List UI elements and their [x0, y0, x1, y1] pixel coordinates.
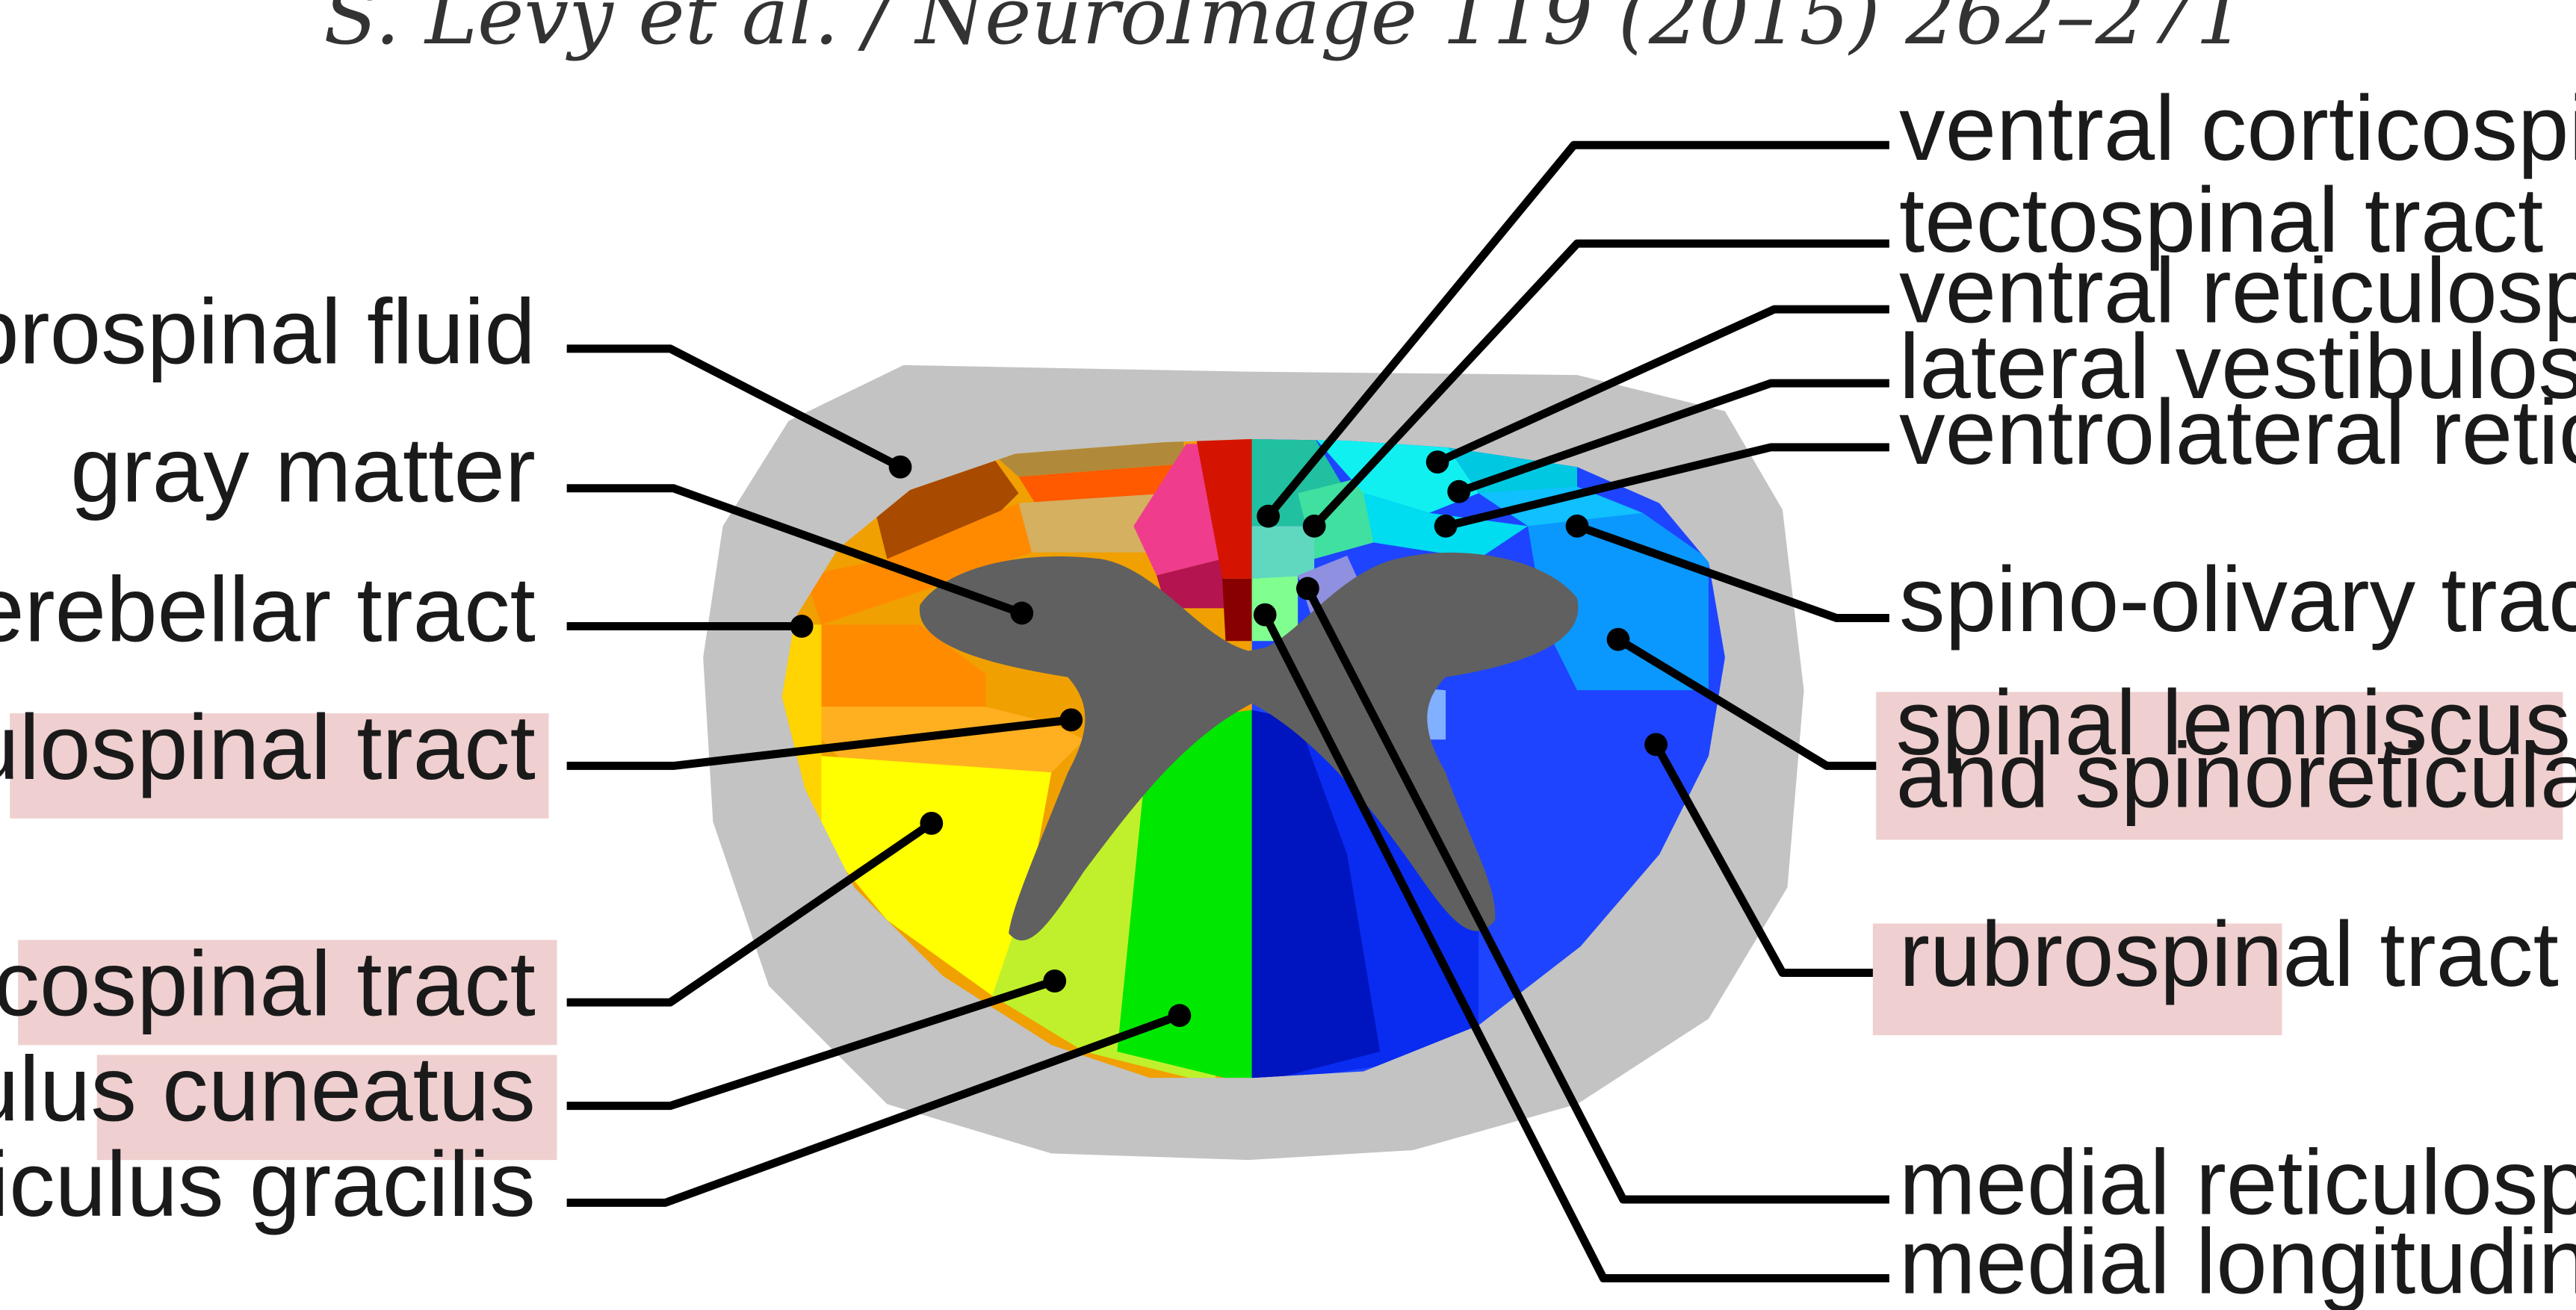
label-lateral-vestibulospinal-tract: lateral vestibulospinal tract	[1899, 316, 2576, 418]
wm-orange-mid	[805, 503, 1032, 625]
dot-spinocerebellar	[790, 615, 814, 638]
wm-magenta	[1133, 444, 1223, 576]
wm-mint	[1298, 476, 1374, 559]
dot-ventrolateral-reticulospinal	[1434, 514, 1458, 538]
dot-spinal-lemniscus	[1606, 627, 1630, 651]
leader-ventral-corticospinal	[1265, 140, 1889, 519]
wm-red	[1195, 438, 1252, 579]
wm-green	[1117, 710, 1252, 1078]
dot-fasciculus-cuneatus	[1043, 969, 1067, 993]
label-ventral-reticulospinal-tract: ventral reticulospinal tract	[1899, 240, 2576, 343]
dot-rubrospinal	[1644, 733, 1668, 757]
label-tectospinal-tract: tectospinal tract	[1899, 170, 2543, 272]
leader-ventral-reticulospinal	[1435, 305, 1889, 466]
gray-matter-region	[919, 552, 1579, 941]
wm-dark-red	[1222, 578, 1252, 642]
dot-lateral-reticulospinal	[1059, 708, 1083, 732]
leader-lateral-vestibulospinal	[1457, 379, 1889, 496]
dot-fasciculus-gracilis	[1168, 1004, 1192, 1028]
label-medial-longitudinal-fasciculus: medial longitudinal fasciculus	[1899, 1211, 2576, 1310]
highlight-rubrospinal	[1872, 923, 2282, 1036]
dot-medial-reticulospinal	[1295, 577, 1319, 600]
highlight-lateral-corticospinal	[18, 940, 557, 1046]
citation-header: S. Lévy et al. / NeuroImage 119 (2015) 2…	[323, 0, 2246, 62]
leader-medial-longitudinal	[1261, 612, 1889, 1283]
leader-lateral-corticospinal	[566, 819, 934, 1007]
label-medial-reticulospinal-tract: medial reticulospinal tract	[1899, 1132, 2576, 1235]
dot-tectospinal	[1302, 514, 1326, 538]
wm-orange-dark	[805, 624, 986, 707]
leader-rubrospinal	[1652, 742, 1889, 977]
leader-gray-matter	[566, 484, 1024, 618]
leader-spinal-lemniscus	[1616, 636, 1889, 770]
dot-lateral-vestibulospinal	[1447, 479, 1471, 503]
leader-ventrolateral-reticulospinal	[1444, 443, 1889, 530]
label-fasciculus-cuneatus: fasciculus cuneatus	[0, 1038, 536, 1140]
leader-fasciculus-gracilis	[566, 1011, 1181, 1207]
dot-spino-olivary	[1565, 514, 1589, 538]
wm-seafoam	[1251, 526, 1315, 579]
leader-fasciculus-cuneatus	[566, 977, 1056, 1111]
dot-medial-longitudinal	[1253, 603, 1277, 627]
label-spinal-lemniscus-line1: spinal lemniscus (spinothalamic	[1896, 672, 2576, 774]
label-gray-matter: gray matter	[70, 419, 536, 521]
dot-cerebrospinal-fluid	[888, 455, 912, 479]
leader-medial-reticulospinal	[1304, 586, 1889, 1204]
label-lateral-reticulospinal-tract: lateral reticulospinal tract	[0, 697, 536, 799]
wm-blue	[1446, 690, 1725, 855]
leader-tectospinal	[1311, 239, 1889, 530]
label-ventrolateral-reticulospinal-tract: ventrolateral reticulospinal tract	[1899, 382, 2576, 484]
highlight-lateral-reticulospinal	[10, 713, 549, 819]
dot-ventral-reticulospinal	[1425, 450, 1449, 474]
label-lateral-corticospinal-tract: lateral corticospinal tract	[0, 934, 536, 1036]
label-spinocerebellar-tract: spinocerebellar tract	[0, 559, 536, 661]
highlight-spinal-lemniscus	[1876, 692, 2563, 840]
label-fasciculus-gracilis: fasciculus gracilis	[0, 1134, 536, 1236]
wm-orange-brown	[870, 447, 1019, 559]
label-ventral-corticospinal-tract: ventral corticospinal tract	[1899, 78, 2576, 180]
leader-spino-olivary	[1576, 522, 1889, 623]
label-rubrospinal-tract: rubrospinal tract	[1899, 904, 2559, 1006]
dot-lateral-corticospinal	[920, 812, 944, 835]
dot-gray-matter	[1010, 601, 1034, 625]
wm-yellow	[805, 756, 1052, 996]
dot-ventral-corticospinal	[1257, 504, 1281, 528]
wm-navy	[1251, 710, 1381, 1078]
label-cerebrospinal-fluid: cerebrospinal fluid	[0, 282, 536, 384]
leader-cerebrospinal-fluid	[566, 344, 902, 471]
wm-tan	[1018, 493, 1170, 553]
label-spino-olivary-tract: spino-olivary tract	[1899, 549, 2576, 651]
highlight-fasciculus-cuneatus	[96, 1055, 557, 1161]
wm-dark-pink	[1157, 559, 1226, 609]
leader-lateral-reticulospinal	[566, 715, 1072, 770]
